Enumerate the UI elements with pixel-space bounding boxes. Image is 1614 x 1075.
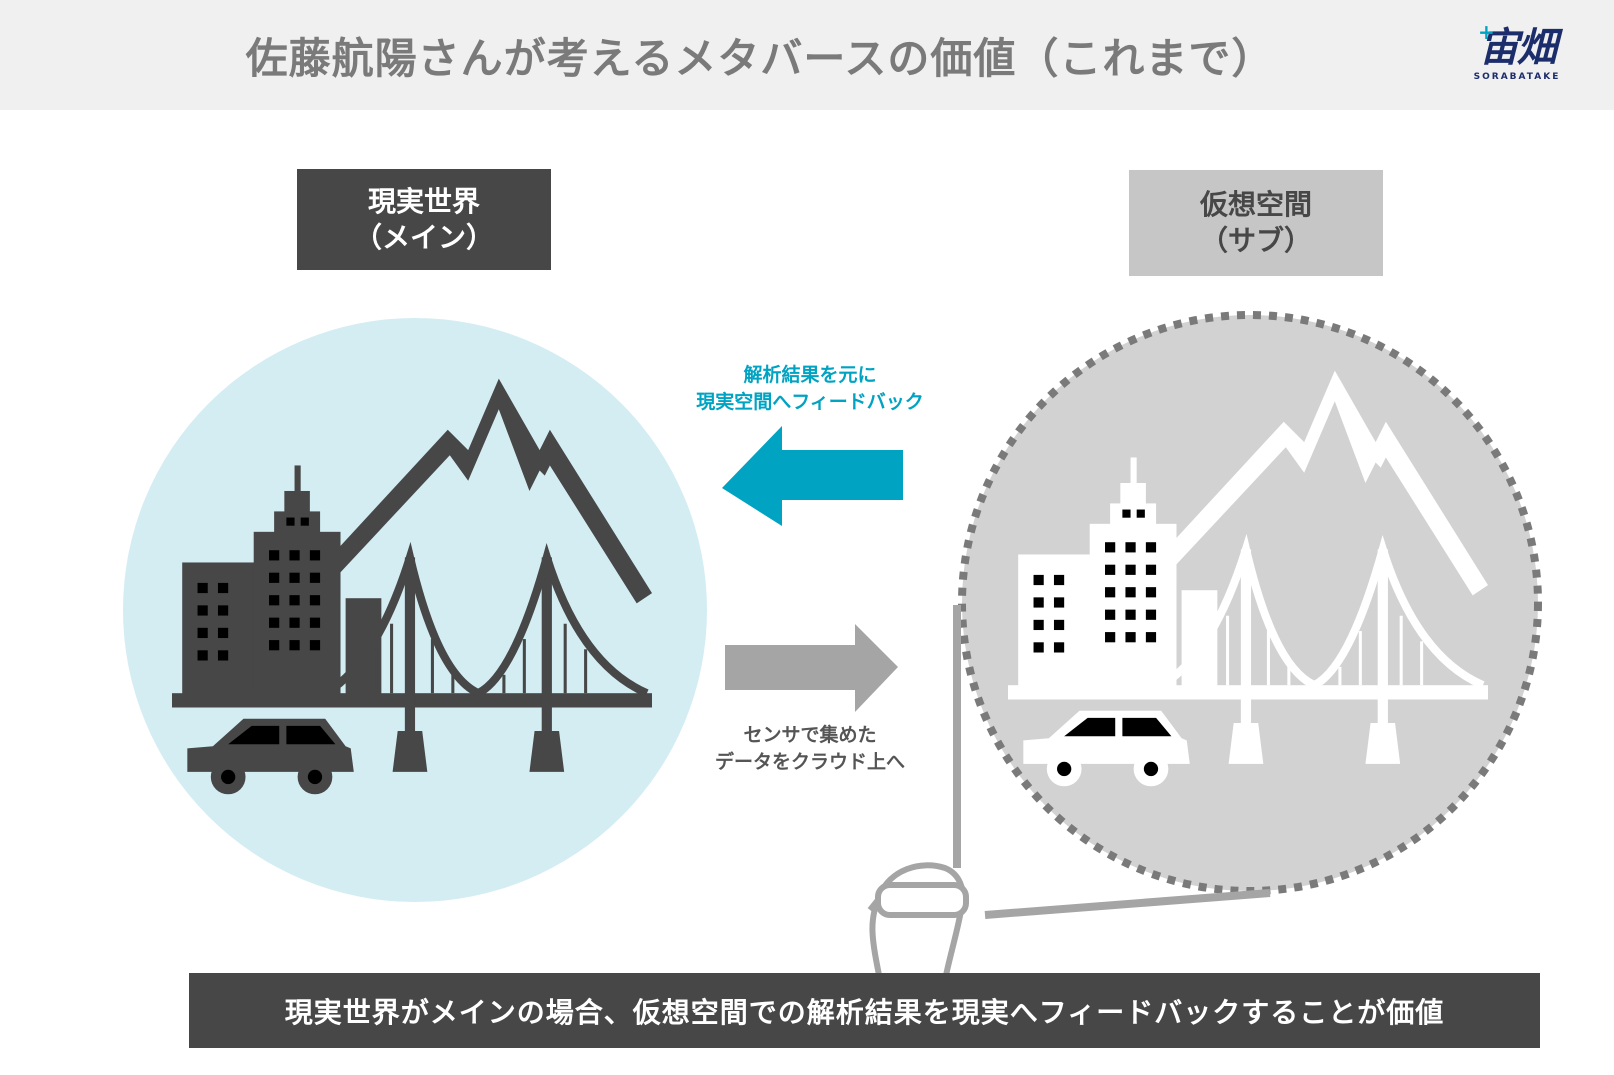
virtual-space-label-line1: 仮想空間 [1199, 188, 1312, 221]
feedback-label: 解析結果を元に 現実空間へフィードバック [660, 362, 960, 416]
real-world-label: 現実世界 （メイン） [297, 169, 551, 270]
feedback-label-line2: 現実空間へフィードバック [696, 391, 924, 413]
logo-plus-icon: + [1478, 20, 1495, 44]
sensor-label-line2: データをクラウド上へ [714, 751, 905, 773]
header-bar [0, 0, 1614, 110]
real-world-label-line2: （メイン） [353, 220, 494, 254]
vr-headset-user-icon [867, 862, 969, 981]
feedback-label-line1: 解析結果を元に [743, 364, 877, 386]
sorabatake-logo: + 宙畑 SORABATAKE [1462, 20, 1572, 94]
sensor-label: センサで集めた データをクラウド上へ [660, 722, 960, 776]
page-title: 佐藤航陽さんが考えるメタバースの価値（これまで） [245, 33, 1275, 83]
sensor-label-line1: センサで集めた [743, 724, 877, 746]
sensor-arrow [725, 624, 898, 712]
virtual-space-label-line2: （サブ） [1199, 224, 1312, 257]
conclusion-banner: 現実世界がメインの場合、仮想空間での解析結果を現実へフィードバックすることが価値 [189, 973, 1540, 1048]
feedback-arrow [722, 426, 903, 526]
logo-subtitle: SORABATAKE [1473, 72, 1561, 82]
real-world-label-line1: 現実世界 [367, 184, 480, 218]
view-line-bottom [984, 889, 1271, 919]
virtual-space-label: 仮想空間 （サブ） [1129, 170, 1383, 276]
logo-mark: 宙畑 [1479, 25, 1557, 71]
